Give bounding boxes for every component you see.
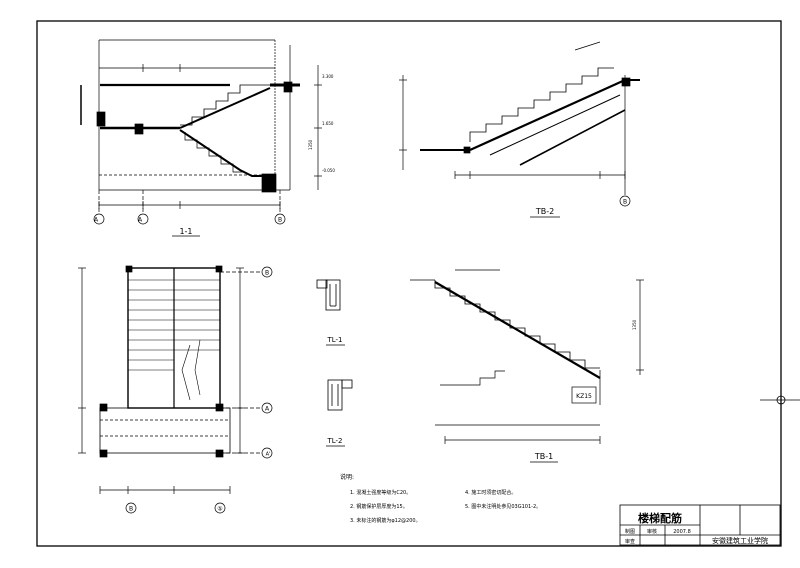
tb-2-texts: B TB-2	[535, 199, 627, 217]
axis-label: B	[129, 506, 133, 513]
view-label: TL-2	[326, 437, 342, 445]
sheet-border	[36, 20, 782, 547]
tb-1-detail	[410, 269, 644, 463]
axis-label: A	[138, 217, 143, 224]
notes: 说明: 1. 混凝土强度等级为C20。 2. 钢筋保护层厚度为15。 3. 未标…	[340, 473, 541, 524]
axis-label: B	[265, 270, 269, 277]
view-label: 1-1	[179, 227, 192, 236]
right-edge-mark	[760, 388, 800, 412]
axis-label: A	[94, 217, 99, 224]
title-cell: 2007.8	[673, 529, 691, 535]
tb-1-texts: TB-1 KZ15 1350	[534, 319, 637, 461]
view-label: TB-2	[535, 207, 554, 216]
notes-title: 说明:	[340, 473, 354, 481]
section-1-1	[80, 39, 322, 237]
tl-sections	[316, 279, 353, 447]
view-label: TL-1	[326, 336, 342, 344]
level-mark: 1.650	[322, 121, 334, 126]
section-1-1-texts: A A B 1-1 3.300 1.650 -0.050 1350	[94, 74, 335, 236]
axis-label: B	[278, 217, 282, 224]
note-item: 2. 钢筋保护层厚度为15。	[350, 503, 408, 510]
tb-2-detail	[399, 41, 640, 218]
note-item: 1. 混凝土强度等级为C20。	[350, 489, 411, 496]
level-mark: 3.300	[322, 74, 334, 79]
note-item: 3. 未标注的钢筋为φ12@200。	[350, 517, 421, 524]
axis-label: A'	[266, 452, 271, 458]
note-item: 5. 图中未注明处参见03G101-2。	[465, 503, 541, 510]
dim-height: 1350	[632, 319, 637, 330]
axis-label: A	[265, 406, 270, 413]
tl-texts: TL-1 TL-2	[326, 336, 342, 445]
title-cell: 审查	[625, 538, 635, 545]
title-cell: 制图	[625, 528, 635, 535]
axis-label: ⑤	[217, 506, 222, 513]
pier-label: KZ15	[576, 393, 592, 400]
level-mark: -0.050	[322, 168, 335, 173]
title-block-texts: 楼梯配筋 制图 审核 2007.8 审查 安徽建筑工业学院	[625, 511, 768, 545]
school-name: 安徽建筑工业学院	[712, 536, 768, 545]
dim-height: 1350	[308, 139, 313, 150]
title-cell: 审核	[647, 528, 657, 535]
sheet-title: 楼梯配筋	[638, 511, 682, 525]
view-label: TB-1	[534, 452, 553, 461]
stair-plan-texts: B A A' B ⑤	[129, 270, 270, 513]
stair-plan	[78, 265, 273, 514]
axis-label: B	[623, 199, 627, 206]
note-item: 4. 施工时须密切配合。	[465, 489, 516, 496]
title-block	[619, 504, 781, 546]
